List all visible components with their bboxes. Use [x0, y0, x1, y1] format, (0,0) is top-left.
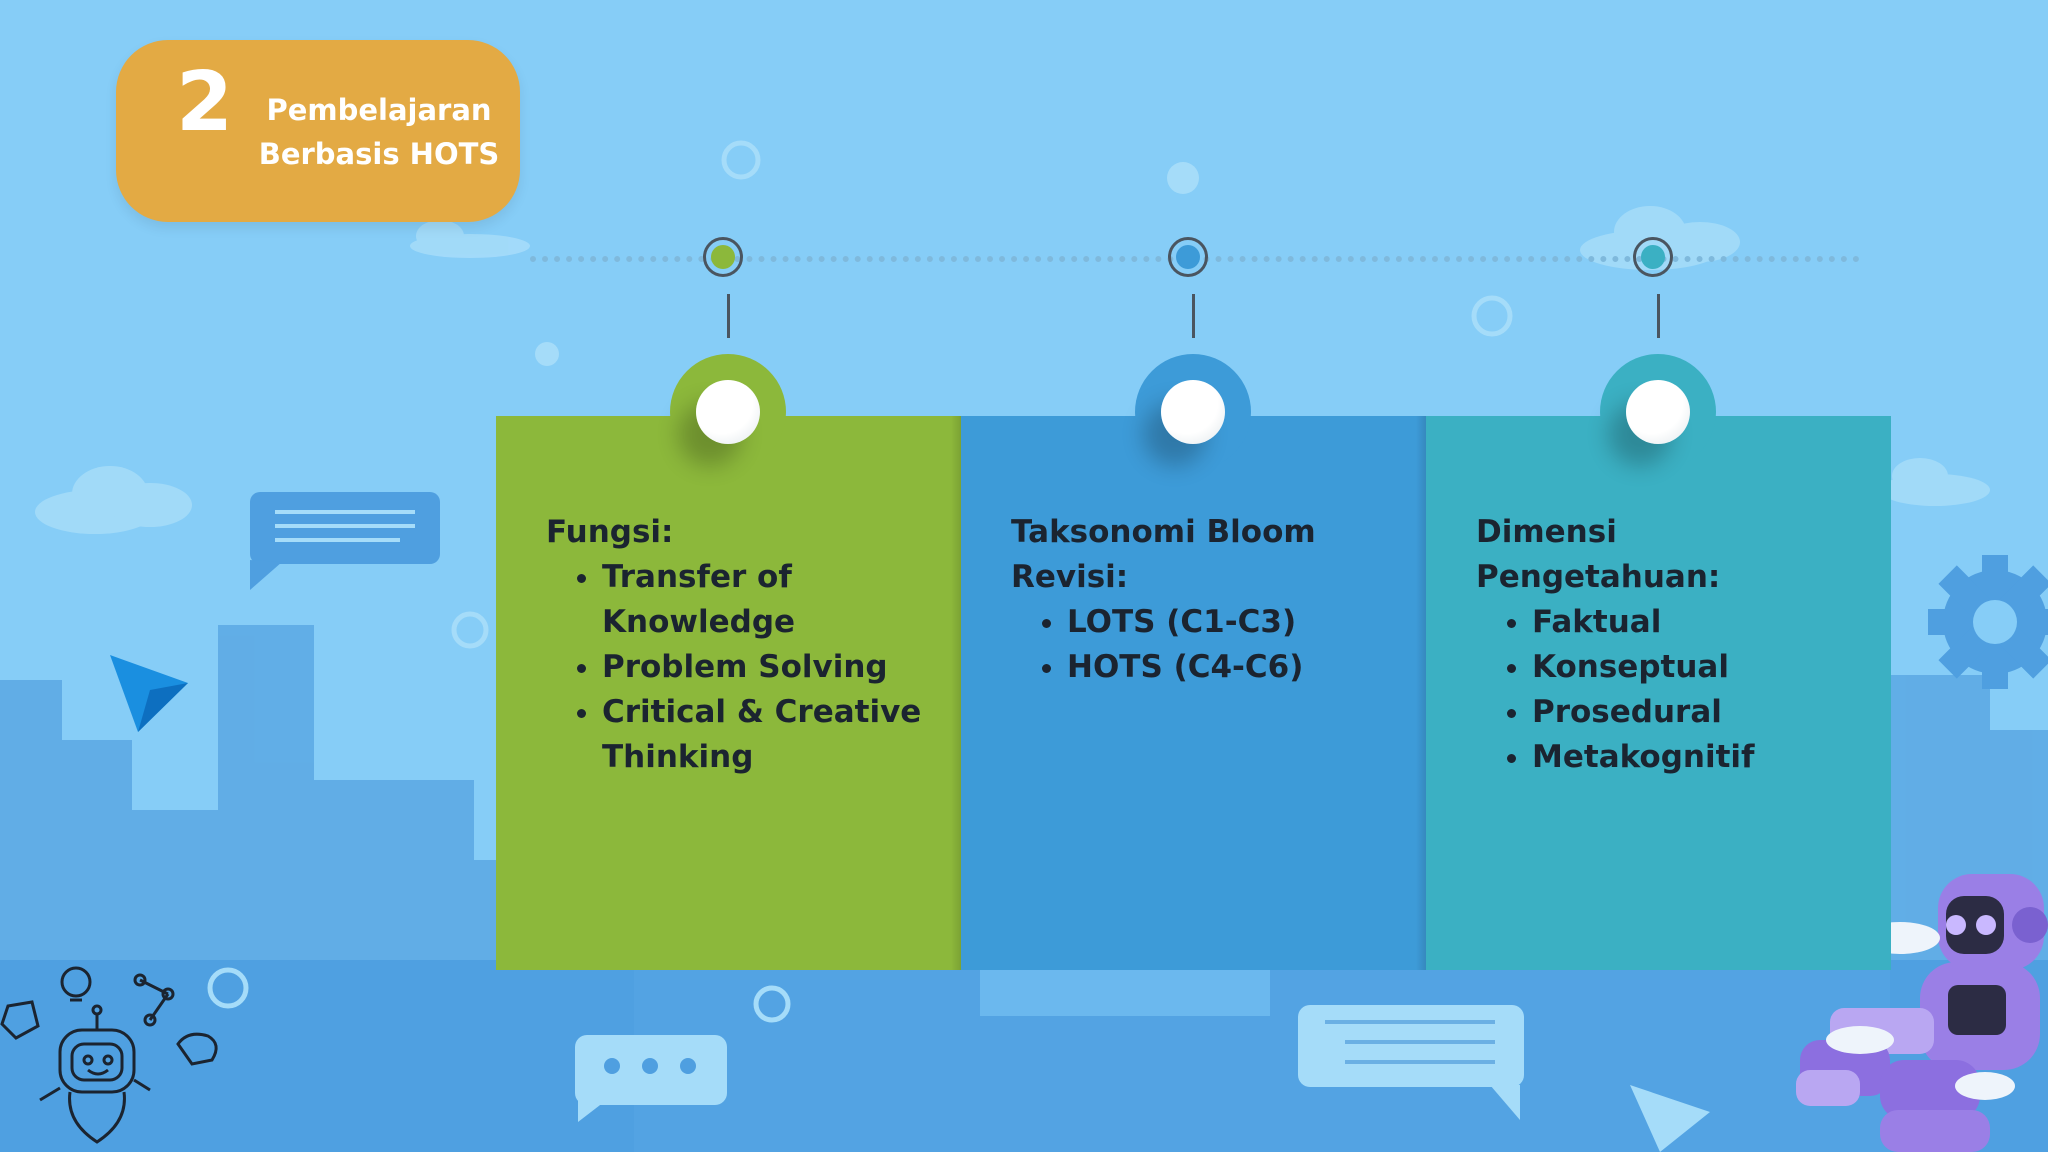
list-item: Problem Solving [602, 645, 941, 690]
panel-content: Fungsi: Transfer of Knowledge Problem So… [546, 510, 941, 780]
timeline-node-3 [1633, 237, 1673, 277]
section-number: 2 [176, 55, 234, 150]
timeline-node-dot-3 [1641, 245, 1665, 269]
panel-taksonomi-bloom: Taksonomi Bloom Revisi: LOTS (C1-C3) HOT… [961, 354, 1426, 970]
panel-shadow [951, 416, 961, 970]
panel-content: Dimensi Pengetahuan: Faktual Konseptual … [1476, 510, 1871, 780]
section-title-badge: 2 Pembelajaran Berbasis HOTS [116, 40, 520, 222]
list-item: LOTS (C1-C3) [1067, 600, 1406, 645]
section-title: Pembelajaran Berbasis HOTS [258, 93, 500, 171]
panel-shadow [1416, 416, 1426, 970]
list-item: HOTS (C4-C6) [1067, 645, 1406, 690]
panel-heading: Fungsi: [546, 514, 674, 550]
pin-icon [696, 380, 760, 444]
timeline-stem-2 [1192, 294, 1195, 338]
list-item: Transfer of Knowledge [602, 555, 941, 645]
panel-content: Taksonomi Bloom Revisi: LOTS (C1-C3) HOT… [1011, 510, 1406, 690]
panel-dimensi-pengetahuan: Dimensi Pengetahuan: Faktual Konseptual … [1426, 354, 1891, 970]
timeline-node-dot-1 [711, 245, 735, 269]
timeline-node-1 [703, 237, 743, 277]
timeline-node-2 [1168, 237, 1208, 277]
bullet-list: Transfer of Knowledge Problem Solving Cr… [546, 555, 941, 780]
timeline-node-dot-2 [1176, 245, 1200, 269]
timeline-stem-3 [1657, 294, 1660, 338]
bullet-list: LOTS (C1-C3) HOTS (C4-C6) [1011, 600, 1406, 690]
list-item: Metakognitif [1532, 735, 1871, 780]
pin-icon [1626, 380, 1690, 444]
list-item: Prosedural [1532, 690, 1871, 735]
panel-fungsi: Fungsi: Transfer of Knowledge Problem So… [496, 354, 961, 970]
list-item: Critical & Creative Thinking [602, 690, 941, 780]
panel-heading: Dimensi Pengetahuan: [1476, 514, 1721, 595]
list-item: Konseptual [1532, 645, 1871, 690]
pin-icon [1161, 380, 1225, 444]
panel-heading: Taksonomi Bloom Revisi: [1011, 514, 1316, 595]
list-item: Faktual [1532, 600, 1871, 645]
timeline-stem-1 [727, 294, 730, 338]
bullet-list: Faktual Konseptual Prosedural Metakognit… [1476, 600, 1871, 780]
